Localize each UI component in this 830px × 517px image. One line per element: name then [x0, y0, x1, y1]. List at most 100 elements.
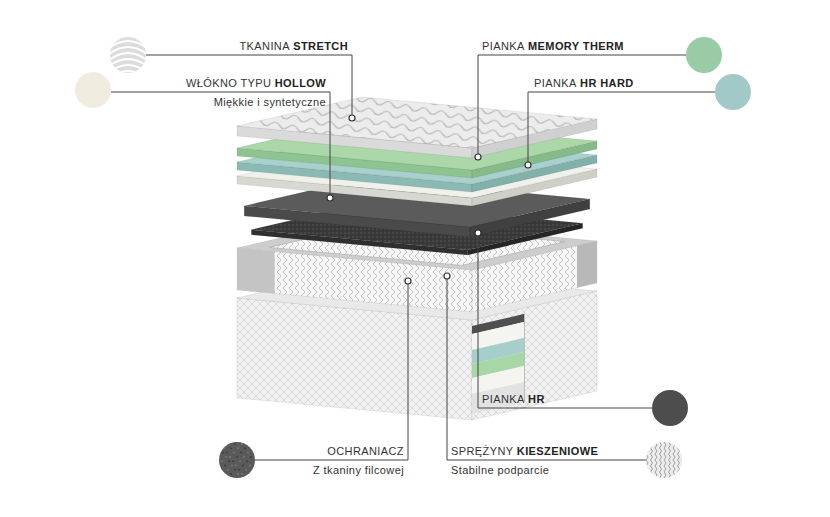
felt-grain	[247, 452, 249, 454]
callout-label: OCHRANIACZ	[327, 445, 404, 458]
callout-label: SPRĘŻYNYKIESZENIOWE	[451, 445, 598, 458]
felt-grain	[225, 456, 227, 458]
leader-dot	[405, 278, 411, 284]
callout-label: Stabilne podparcie	[451, 464, 549, 477]
leader-dot	[475, 230, 481, 236]
felt-grain	[220, 469, 222, 471]
icon-disc	[219, 442, 255, 478]
felt-grain	[237, 447, 239, 449]
felt-grain	[241, 473, 243, 475]
leader-line	[146, 55, 352, 115]
leader-line	[528, 92, 715, 162]
leader-dot	[444, 273, 450, 279]
felt-grain	[234, 469, 236, 471]
felt-grain	[237, 473, 239, 475]
icon-circle	[652, 390, 688, 426]
felt-grain	[223, 473, 225, 475]
leader-dot	[475, 154, 481, 160]
callout-label: PIANKAHR	[482, 393, 545, 406]
leader-dot	[349, 115, 355, 121]
felt-grain	[239, 460, 241, 462]
part-name: WŁÓKNO TYPU	[186, 77, 272, 89]
part-name-bold: STRETCH	[293, 40, 348, 52]
callout-label: Z tkaniny filcowej	[313, 464, 404, 477]
felt-grain	[230, 447, 232, 449]
icon-circle	[75, 72, 111, 108]
part-name: Stabilne podparcie	[451, 464, 549, 476]
felt-grain	[221, 460, 223, 462]
callout-label: PIANKAMEMORY THERM	[482, 40, 624, 53]
leader-line	[255, 284, 408, 460]
felt-grain	[227, 443, 229, 445]
icon-disc	[715, 74, 751, 110]
part-name: PIANKA	[482, 393, 525, 405]
callout-label: PIANKAHR HARD	[534, 77, 634, 90]
callout-label: Miękkie i syntetyczne	[214, 96, 326, 109]
icon-circle	[646, 442, 684, 478]
felt-grain	[224, 465, 226, 467]
felt-grain	[229, 456, 231, 458]
bolster	[577, 241, 597, 288]
felt-grain	[244, 447, 246, 449]
felt-grain	[240, 452, 242, 454]
icon-disc	[75, 72, 111, 108]
spring-coil	[673, 442, 675, 478]
felt-grain	[250, 456, 252, 458]
part-name-bold: KIESZENIOWE	[517, 445, 598, 457]
leader-dot	[525, 162, 531, 168]
part-name: PIANKA	[482, 40, 525, 52]
felt-grain	[234, 443, 236, 445]
spring-coil	[669, 442, 671, 478]
cutaway-edge	[524, 314, 525, 402]
spring-coil	[655, 442, 657, 478]
icon-circle	[715, 74, 751, 110]
spring-coil	[678, 442, 680, 478]
felt-grain	[235, 465, 237, 467]
felt-grain	[236, 456, 238, 458]
part-name-bold: HOLLOW	[275, 77, 326, 89]
fabric-fold	[108, 71, 148, 79]
spring-coil	[646, 442, 648, 478]
spring-coil	[651, 442, 653, 478]
felt-grain	[232, 460, 234, 462]
leader-line	[478, 55, 686, 154]
felt-grain	[228, 460, 230, 462]
felt-grain	[222, 452, 224, 454]
leader-line	[111, 92, 330, 195]
callout-label: TKANINA STRETCH	[239, 40, 348, 53]
felt-grain	[243, 456, 245, 458]
part-name: PIANKA	[534, 77, 577, 89]
callout-label: WŁÓKNO TYPUHOLLOW	[186, 77, 326, 90]
part-name: Miękkie i syntetyczne	[214, 96, 326, 108]
leader-line	[478, 236, 652, 408]
felt-grain	[226, 452, 228, 454]
part-name-bold: HR HARD	[580, 77, 634, 89]
felt-grain	[233, 452, 235, 454]
felt-grain	[242, 465, 244, 467]
part-name: TKANINA	[239, 40, 289, 52]
cutaway-stripe	[472, 382, 525, 414]
bolster	[237, 248, 275, 294]
part-name-bold: MEMORY THERM	[528, 40, 624, 52]
icon-disc	[686, 37, 722, 73]
leader-line	[447, 279, 646, 460]
spring-coil	[682, 442, 684, 478]
felt-grain	[230, 473, 232, 475]
felt-grain	[238, 469, 240, 471]
felt-grain	[220, 443, 222, 445]
felt-grain	[246, 460, 248, 462]
felt-grain	[249, 465, 251, 467]
icon-disc	[652, 390, 688, 426]
mattress-layers	[237, 97, 597, 420]
felt-grain	[245, 469, 247, 471]
leader-dot	[327, 195, 333, 201]
icon-circle	[108, 35, 148, 79]
icon-circle	[219, 442, 255, 478]
felt-grain	[231, 465, 233, 467]
spring-coil	[660, 442, 662, 478]
part-name: OCHRANIACZ	[327, 445, 404, 457]
part-name: SPRĘŻYNY	[451, 445, 514, 457]
icon-disc	[646, 442, 682, 478]
